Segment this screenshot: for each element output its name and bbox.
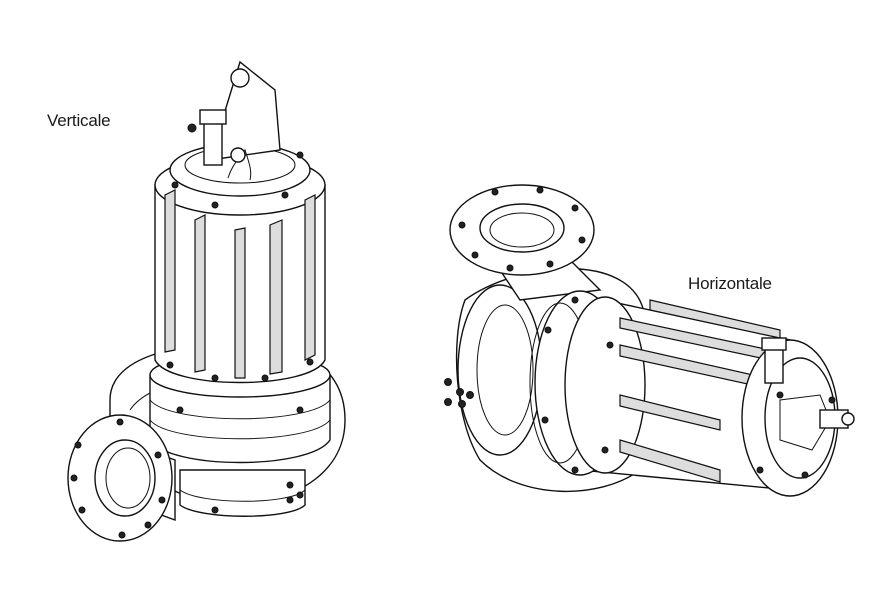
horizontal-pump-drawing bbox=[444, 184, 855, 497]
vertical-pump-label: Verticale bbox=[47, 111, 111, 130]
horizontal-pump-label: Horizontale bbox=[688, 274, 772, 293]
vertical-pump-drawing bbox=[67, 60, 346, 542]
